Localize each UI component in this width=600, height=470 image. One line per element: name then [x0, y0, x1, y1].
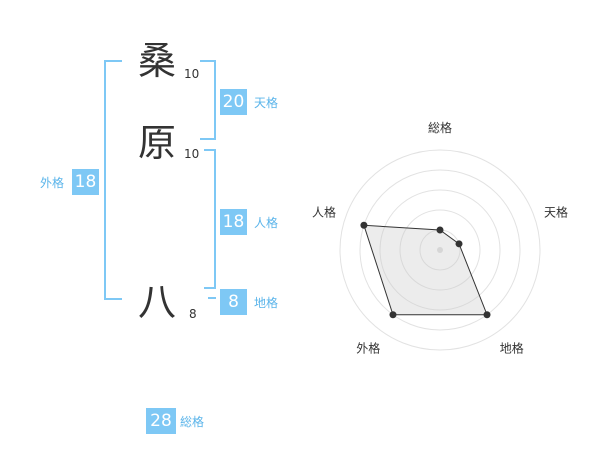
jinkaku-chikaku-bracket: [204, 149, 216, 289]
name-char-1-strokes: 10: [184, 67, 200, 81]
radar-ring-4: [359, 169, 521, 331]
chikaku-label: 地格: [254, 296, 279, 310]
radar-axis-label-2: 地格: [500, 341, 524, 356]
chikaku-connector: [208, 297, 216, 299]
radar-shape: [363, 224, 488, 316]
jinkaku-value: 18: [220, 209, 247, 235]
gaikaku-value: 18: [72, 169, 99, 195]
tenkaku-label: 天格: [254, 96, 279, 110]
name-char-2-strokes: 10: [184, 147, 200, 161]
radar-point-4: [360, 221, 368, 229]
name-char-3-strokes: 8: [189, 307, 197, 321]
chikaku-value: 8: [220, 289, 247, 315]
radar-point-2: [483, 311, 491, 319]
soukaku-label: 総格: [180, 415, 205, 429]
gaikaku-bracket: [104, 60, 122, 300]
name-char-3: 八: [138, 280, 177, 324]
radar-ring-5: [339, 149, 541, 351]
gaikaku-label: 外格: [40, 176, 65, 190]
radar-axis-label-0: 総格: [428, 120, 452, 135]
radar-center: [437, 247, 443, 253]
radar-axis-label-3: 外格: [356, 341, 380, 356]
soukaku-value: 28: [146, 408, 176, 434]
radar-ring-2: [399, 209, 481, 291]
radar-point-1: [455, 240, 463, 248]
radar-point-0: [436, 226, 444, 234]
tenkaku-value: 20: [220, 89, 247, 115]
radar-axis-label-1: 天格: [544, 204, 568, 219]
jinkaku-label: 人格: [254, 216, 279, 230]
radar-axis-label-4: 人格: [312, 204, 336, 219]
name-char-1: 桑: [138, 39, 177, 83]
radar-point-3: [389, 311, 397, 319]
radar-ring-3: [379, 189, 501, 311]
name-char-2: 原: [138, 121, 177, 165]
tenkaku-bracket: [200, 60, 216, 140]
